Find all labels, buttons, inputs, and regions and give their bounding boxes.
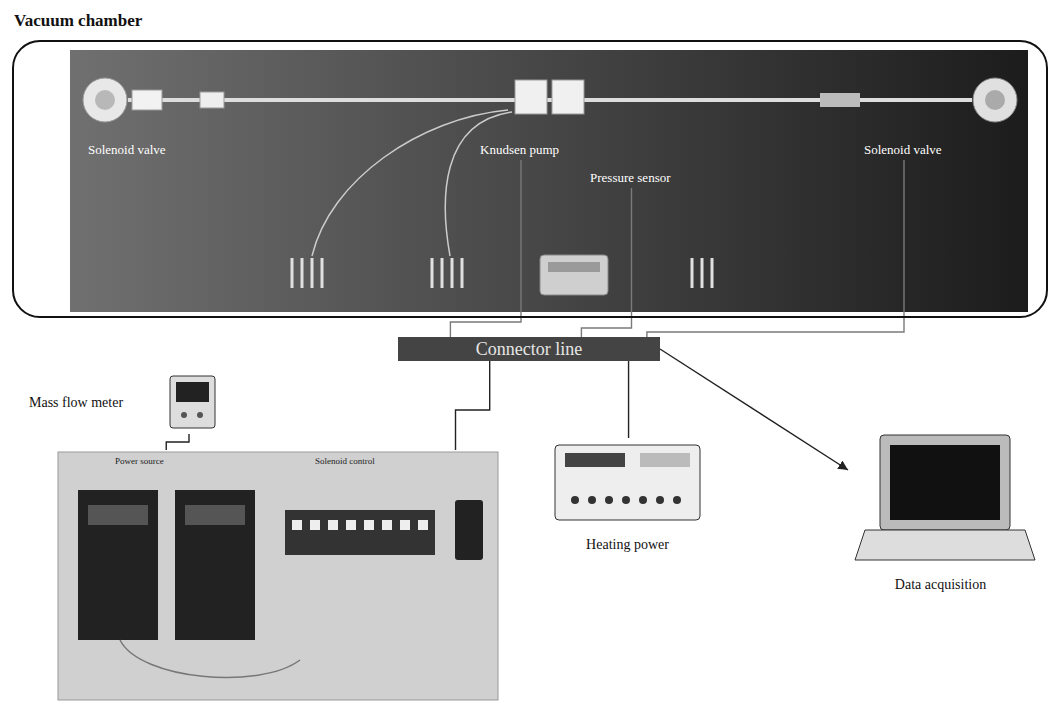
bar-label: Connector line: [476, 340, 582, 358]
laptop-icon: [890, 445, 1000, 520]
signal-wire: [166, 434, 189, 450]
thermocouple-wire: [312, 110, 508, 256]
chamber-photo: [70, 50, 1028, 312]
data-arrow: [660, 349, 848, 470]
feedthrough-pins: [301, 258, 304, 288]
mass-flow-meter: Mass flow meter: [25, 372, 230, 434]
part-label: Solenoid valve: [864, 142, 942, 158]
control-panel-photo: [58, 452, 498, 700]
part-label: Solenoid valve: [88, 142, 166, 158]
heating-power-icon: [640, 453, 690, 467]
valve-symbol: [83, 78, 1017, 122]
feedthrough-pins: [291, 258, 294, 288]
valve-symbol: [83, 78, 127, 122]
feedthrough-pins: [691, 258, 694, 288]
signal-wire: [450, 160, 521, 337]
thermocouple-wire: [312, 110, 512, 256]
chamber-title: Vacuum chamber: [14, 11, 142, 31]
knudsen-pump-body: [515, 80, 584, 114]
mass-flow-meter-icon: [170, 376, 215, 428]
heating-power-icon: [605, 496, 613, 504]
device-label: Heating power: [586, 537, 669, 553]
valve-label: Solenoid valve: [86, 140, 170, 160]
heating-power-icon: [639, 496, 647, 504]
sensor-label: Pressure sensor: [588, 168, 675, 188]
heating-power-supply: Heating power: [545, 438, 710, 556]
heating-power-icon: [656, 496, 664, 504]
heating-power-icon: [673, 496, 681, 504]
pressure-sensor-body: [540, 255, 608, 295]
gas-pipe: [128, 90, 972, 110]
pressure-sensor-body: [548, 262, 600, 272]
laptop-icon: [855, 530, 1035, 560]
feedthrough-pins: [451, 258, 454, 288]
heating-power-icon: [588, 496, 596, 504]
thermocouple-wire: [445, 112, 512, 256]
feedthrough-pins: [321, 258, 324, 288]
control-panel-photo: [185, 505, 245, 525]
part-label: Pressure sensor: [590, 170, 671, 186]
control-panel-photo: [455, 500, 483, 560]
feedthrough-pins: [431, 258, 434, 288]
valve-label: Solenoid valve: [862, 140, 946, 160]
knudsen-pump-body: [552, 80, 584, 114]
feedthrough-pins: [311, 258, 314, 288]
signal-wire: [581, 188, 631, 337]
pump-label: Knudsen pump: [478, 140, 564, 160]
gas-pipe: [132, 90, 162, 110]
control-panel: Power source Solenoid control: [55, 450, 500, 702]
control-panel-photo: [285, 510, 435, 555]
control-panel-photo: [175, 490, 255, 640]
knudsen-pump-body: [515, 80, 547, 114]
heating-power-icon: [622, 496, 630, 504]
control-panel-photo: [88, 505, 148, 525]
valve-symbol: [985, 90, 1005, 110]
feedthrough-pins: [701, 258, 704, 288]
signal-wire: [647, 160, 904, 337]
heating-power-icon: [555, 445, 700, 520]
gas-pipe: [200, 92, 224, 108]
mass-flow-meter-icon: [170, 376, 215, 428]
control-panel-photo: [292, 520, 302, 530]
feedthrough-pins: [292, 258, 712, 288]
panel-label: Solenoid control: [315, 456, 375, 467]
heating-power-icon: [565, 453, 625, 467]
data-acquisition-computer: Data acquisition: [848, 428, 1033, 596]
feedthrough-pins: [711, 258, 714, 288]
gas-pipe: [820, 93, 860, 107]
feedthrough-pins: [461, 258, 464, 288]
laptop-icon: [855, 435, 1035, 560]
valve-symbol: [95, 90, 115, 110]
mass-flow-meter-icon: [176, 382, 209, 402]
control-panel-photo: [418, 520, 428, 530]
heating-power-icon: [571, 496, 579, 504]
control-panel-photo: [58, 452, 498, 700]
feedthrough-pins: [441, 258, 444, 288]
signal-wire: [628, 361, 629, 438]
laptop-icon: [880, 435, 1010, 530]
control-panel-photo: [78, 490, 158, 640]
panel-label: Power source: [115, 456, 164, 467]
control-panel-photo: [364, 520, 374, 530]
device-label: Data acquisition: [895, 577, 986, 593]
control-panel-photo: [120, 640, 300, 677]
valve-symbol: [973, 78, 1017, 122]
control-panel-photo: [310, 520, 320, 530]
control-panel-photo: [400, 520, 410, 530]
vacuum-chamber: Vacuum chamberSolenoid valveKnudsen pump…: [12, 40, 1048, 318]
connector-bar: Connector line: [398, 337, 660, 361]
pressure-sensor-body: [540, 255, 608, 295]
device-label: Mass flow meter: [29, 395, 123, 411]
signal-wire: [456, 361, 490, 450]
part-label: Knudsen pump: [480, 142, 559, 158]
chamber-photo: [70, 50, 1028, 312]
mass-flow-meter-icon: [181, 412, 187, 418]
connector-layer: [166, 160, 904, 470]
control-panel-photo: [328, 520, 338, 530]
control-panel-photo: [382, 520, 392, 530]
heating-power-icon: [555, 445, 700, 520]
control-panel-photo: [346, 520, 356, 530]
mass-flow-meter-icon: [197, 412, 203, 418]
